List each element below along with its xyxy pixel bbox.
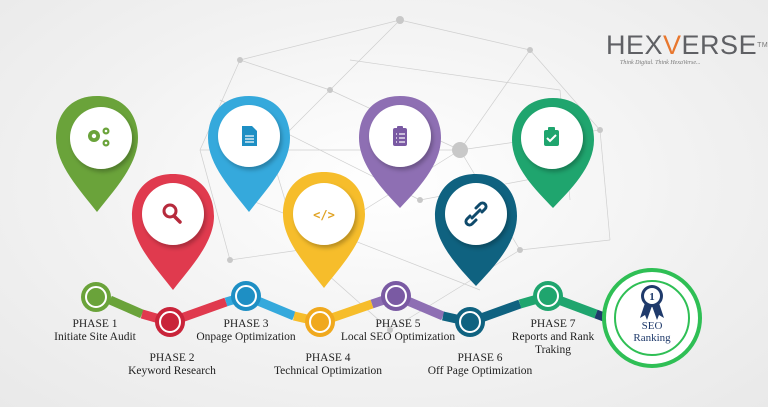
logo-text-part2: ERSE [681, 30, 758, 60]
timeline-node-5 [381, 281, 411, 311]
pin-phase-4: </> [283, 172, 365, 288]
phase-1-label: PHASE 1 Initiate Site Audit [54, 318, 136, 344]
link-icon [464, 201, 488, 227]
phase-subtitle: Initiate Site Audit [54, 331, 136, 343]
gears-icon [88, 127, 110, 147]
timeline-node-7 [533, 281, 563, 311]
pin-phase-6 [435, 174, 517, 286]
logo-tagline: Think Digital. Think HexaVerse... [620, 60, 701, 66]
code-icon: </> [313, 208, 335, 222]
seo-label: SEO [641, 320, 663, 332]
timeline-node-1 [81, 282, 111, 312]
phase-subtitle: Off Page Optimization [427, 365, 533, 377]
seo-ranking-badge: 1 SEO Ranking [602, 268, 702, 368]
phase-4-label: PHASE 4 Technical Optimization [274, 352, 382, 378]
logo-accent-chart-icon: V [663, 30, 682, 60]
phase-title: PHASE 4 [305, 352, 351, 364]
document-icon [242, 126, 257, 146]
phase-title: PHASE 5 [375, 318, 421, 330]
pin-phase-2 [132, 174, 214, 290]
clipboard-list-icon [393, 126, 407, 146]
phase-7-label: PHASE 7 Reports and Rank Traking [503, 318, 603, 357]
pin-phase-7 [512, 98, 594, 208]
pin-phase-3 [208, 96, 290, 212]
phase-title: PHASE 2 [149, 352, 195, 364]
timeline-node-2 [155, 307, 185, 337]
ranking-label: Ranking [633, 332, 671, 344]
phase-subtitle: Keyword Research [128, 365, 216, 377]
hexaverse-logo: HEXVERSETM Think Digital. Think HexaVers… [606, 30, 768, 67]
phase-5-label: PHASE 5 Local SEO Optimization [341, 318, 455, 344]
phase-3-label: PHASE 3 Onpage Optimization [196, 318, 295, 344]
timeline-node-4 [305, 307, 335, 337]
phase-title: PHASE 6 [457, 352, 503, 364]
clipboard-check-icon [544, 127, 559, 146]
phase-title: PHASE 7 [530, 318, 576, 330]
phase-subtitle: Reports and Rank Traking [511, 331, 595, 356]
timeline-node-3 [231, 281, 261, 311]
phase-title: PHASE 1 [72, 318, 118, 330]
pin-phase-1 [56, 96, 138, 212]
pin-phase-5 [359, 96, 441, 208]
search-icon [162, 203, 182, 224]
trademark: TM [757, 42, 768, 49]
logo-text-part1: HEX [606, 30, 664, 60]
phase-subtitle: Local SEO Optimization [340, 331, 456, 343]
phase-title: PHASE 3 [223, 318, 269, 330]
phase-6-label: PHASE 6 Off Page Optimization [428, 352, 533, 378]
svg-text:1: 1 [649, 291, 655, 303]
phase-subtitle: Onpage Optimization [196, 331, 296, 343]
phase-subtitle: Technical Optimization [273, 365, 383, 377]
award-ribbon-icon: 1 [640, 285, 664, 320]
phase-2-label: PHASE 2 Keyword Research [128, 352, 216, 378]
timeline-node-6 [455, 307, 485, 337]
